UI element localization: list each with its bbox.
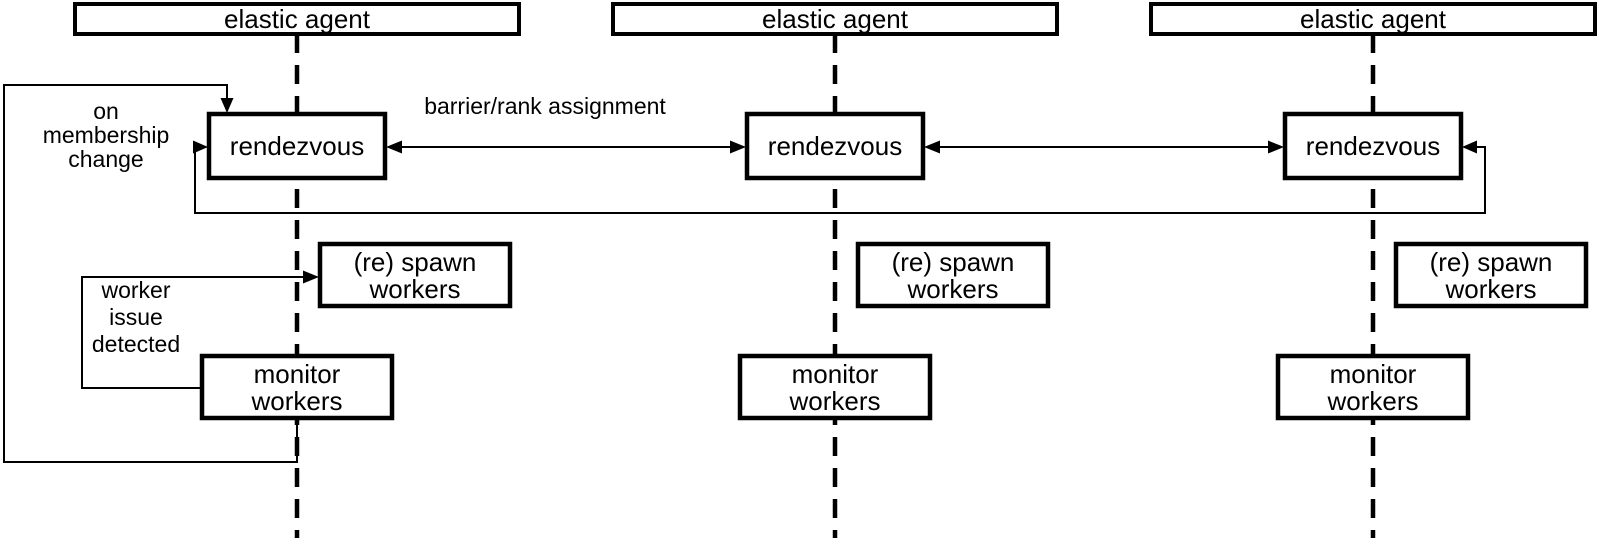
membership-label-line1: on bbox=[93, 98, 119, 124]
rendezvous-return-line bbox=[194, 146, 1486, 214]
respawn-workers-label-1-line1: (re) spawn bbox=[354, 247, 477, 277]
rendezvous-label-2: rendezvous bbox=[768, 131, 902, 161]
worker-issue-arrowhead bbox=[303, 270, 319, 284]
barrier-arrow-2-head-left bbox=[924, 140, 940, 154]
membership-label-line2: membership bbox=[43, 122, 170, 148]
agent-column-1: elastic agent rendezvous (re) spawn work… bbox=[73, 2, 521, 421]
worker-issue-loop-line bbox=[81, 276, 304, 389]
rendezvous-label-3: rendezvous bbox=[1306, 131, 1440, 161]
agent-column-2: elastic agent rendezvous (re) spawn work… bbox=[611, 2, 1059, 421]
worker-issue-label-line3: detected bbox=[92, 331, 180, 357]
barrier-arrow-2-head-right bbox=[1268, 140, 1284, 154]
monitor-workers-box-2 bbox=[737, 353, 933, 421]
respawn-workers-box-3 bbox=[1393, 241, 1589, 309]
elastic-agent-header-box-2 bbox=[611, 2, 1059, 36]
monitor-workers-box-3 bbox=[1275, 353, 1471, 421]
monitor-workers-label-2-line1: monitor bbox=[792, 359, 879, 389]
on-membership-change-label: on membership change bbox=[43, 98, 170, 172]
worker-issue-label-line1: worker bbox=[100, 277, 170, 303]
monitor-workers-box-1 bbox=[199, 353, 395, 421]
elastic-agent-title-3: elastic agent bbox=[1300, 4, 1447, 34]
respawn-workers-box-2 bbox=[855, 241, 1051, 309]
barrier-arrow-1-head-right bbox=[730, 140, 746, 154]
barrier-arrow-1-head-left bbox=[386, 140, 402, 154]
agent-column-3: elastic agent rendezvous (re) spawn work… bbox=[1149, 2, 1597, 421]
rendezvous-box-3 bbox=[1282, 111, 1464, 181]
return-line-arrowhead-left bbox=[193, 140, 208, 154]
barrier-rank-assignment-label: barrier/rank assignment bbox=[424, 93, 666, 119]
worker-issue-detected-label: worker issue detected bbox=[92, 277, 180, 357]
respawn-workers-box-1 bbox=[317, 241, 513, 309]
monitor-workers-label-2-line2: workers bbox=[788, 386, 880, 416]
return-line-arrowhead-right bbox=[1462, 140, 1477, 154]
respawn-workers-label-2-line1: (re) spawn bbox=[892, 247, 1015, 277]
elastic-agent-title-2: elastic agent bbox=[762, 4, 909, 34]
membership-change-arrowhead bbox=[220, 98, 234, 113]
monitor-workers-label-3-line2: workers bbox=[1326, 386, 1418, 416]
worker-issue-label-line2: issue bbox=[109, 304, 163, 330]
rendezvous-box-2 bbox=[744, 111, 926, 181]
elastic-agent-header-box-1 bbox=[73, 2, 521, 36]
rendezvous-box-1 bbox=[206, 111, 388, 181]
respawn-workers-label-3-line1: (re) spawn bbox=[1430, 247, 1553, 277]
membership-change-loop-line bbox=[3, 84, 298, 463]
monitor-workers-label-1-line1: monitor bbox=[254, 359, 341, 389]
monitor-workers-label-3-line1: monitor bbox=[1330, 359, 1417, 389]
respawn-workers-label-1-line2: workers bbox=[368, 274, 460, 304]
respawn-workers-label-2-line2: workers bbox=[906, 274, 998, 304]
elastic-agent-title-1: elastic agent bbox=[224, 4, 371, 34]
rendezvous-label-1: rendezvous bbox=[230, 131, 364, 161]
monitor-workers-label-1-line2: workers bbox=[250, 386, 342, 416]
elastic-agent-header-box-3 bbox=[1149, 2, 1597, 36]
respawn-workers-label-3-line2: workers bbox=[1444, 274, 1536, 304]
membership-label-line3: change bbox=[68, 146, 143, 172]
